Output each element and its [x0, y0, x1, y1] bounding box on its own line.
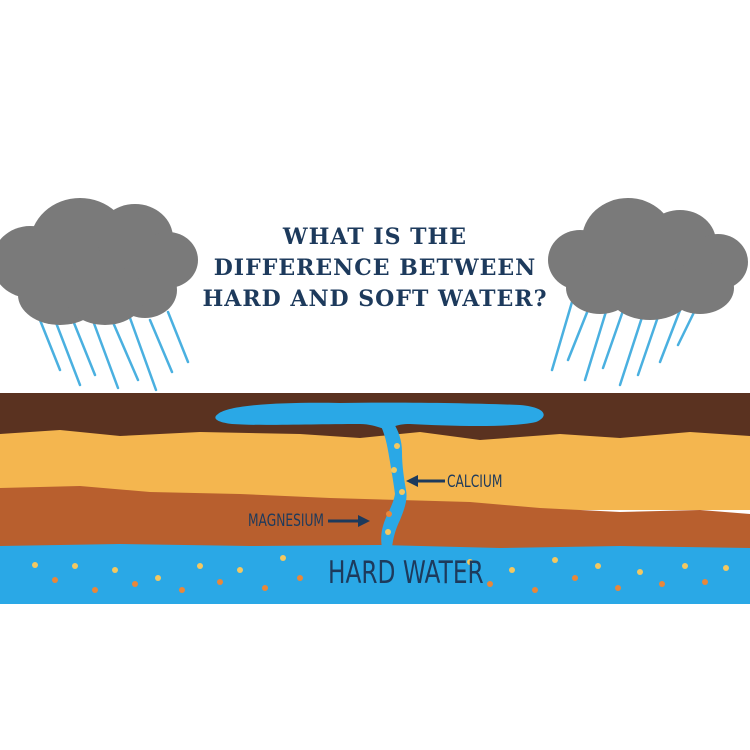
mineral-particle — [217, 579, 223, 585]
clay-layer — [0, 486, 750, 560]
calcium-label: CALCIUM — [447, 472, 503, 492]
mineral-particle — [237, 567, 243, 573]
mineral-particle — [615, 585, 621, 591]
left-rain-streaks — [36, 310, 190, 392]
groundwater-layer — [0, 544, 750, 604]
seepage-channel — [380, 424, 407, 548]
mineral-particle — [659, 581, 665, 587]
mineral-particle — [552, 557, 558, 563]
left-rain-cloud — [0, 198, 198, 392]
title-line-2: DIFFERENCE BETWEEN — [213, 255, 537, 281]
mineral-particle — [595, 563, 601, 569]
mineral-particle — [52, 577, 58, 583]
diagram-title: WHAT IS THE DIFFERENCE BETWEEN HARD AND … — [190, 222, 560, 315]
mineral-particle — [297, 575, 303, 581]
mineral-particle — [72, 563, 78, 569]
mineral-particle — [637, 569, 643, 575]
mineral-particle — [702, 579, 708, 585]
mineral-particle — [112, 567, 118, 573]
calcium-particle — [385, 529, 391, 535]
calcium-particle — [399, 489, 405, 495]
title-line-3: HARD AND SOFT WATER? — [202, 286, 548, 312]
ground-layers — [0, 393, 750, 604]
mineral-particle — [262, 585, 268, 591]
mineral-particle — [467, 559, 473, 565]
mineral-particle — [132, 581, 138, 587]
mineral-particle — [509, 567, 515, 573]
sand-layer — [0, 430, 750, 510]
title-line-1: WHAT IS THE — [282, 224, 468, 250]
mineral-particle — [280, 555, 286, 561]
calcium-particle — [391, 467, 397, 473]
mineral-particle — [572, 575, 578, 581]
surface-water-pool — [215, 402, 544, 430]
mineral-particle — [179, 587, 185, 593]
groundwater-minerals — [32, 555, 729, 593]
hard-water-label: HARD WATER — [328, 555, 484, 591]
calcium-particle — [394, 443, 400, 449]
mineral-particle — [723, 565, 729, 571]
mineral-particle — [682, 563, 688, 569]
calcium-arrow — [406, 475, 445, 487]
mineral-particle — [32, 562, 38, 568]
mineral-particle — [487, 581, 493, 587]
mineral-particle — [92, 587, 98, 593]
magnesium-arrow — [328, 515, 370, 527]
channel-minerals — [385, 443, 405, 535]
mineral-particle — [532, 587, 538, 593]
magnesium-label: MAGNESIUM — [248, 511, 324, 531]
magnesium-particle — [386, 511, 392, 517]
mineral-particle — [197, 563, 203, 569]
right-rain-cloud — [548, 198, 748, 387]
water-seepage — [215, 402, 544, 548]
mineral-particle — [155, 575, 161, 581]
